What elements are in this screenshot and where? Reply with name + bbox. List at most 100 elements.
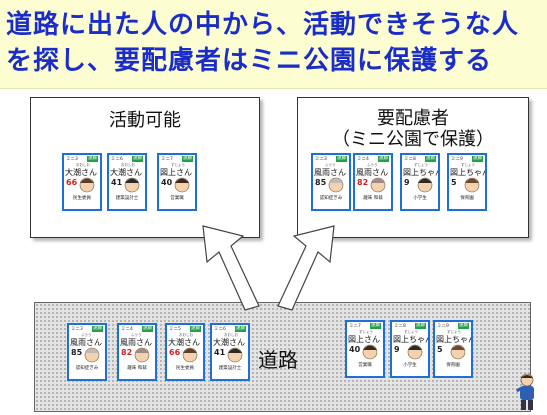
face-icon (328, 177, 344, 193)
card-kana: ずじょう (447, 330, 461, 334)
card-kana: おおしお (76, 163, 90, 167)
card-age: 9 (394, 345, 400, 354)
card-role: 小学生 (403, 363, 417, 368)
card-role: 民生委員 (73, 196, 91, 201)
card-role: 建築設計士 (218, 366, 242, 371)
card-kana: ずじょう (404, 330, 418, 334)
card-icons (111, 202, 145, 209)
face-icon (417, 177, 433, 193)
person-card: ミニ6 遠藤 おおしお 大潮さん 41 建築設計士 (210, 323, 250, 381)
card-role: 小学生 (413, 196, 427, 201)
card-tag: 遠藤 (458, 323, 469, 329)
card-tag: 遠藤 (378, 156, 389, 162)
card-name: 風雨さん (314, 168, 346, 177)
person-card: ミニ5 遠藤 おおしお 大潮さん 66 民生委員 (165, 323, 205, 381)
card-icons (394, 369, 428, 376)
card-kana: ふうう (81, 333, 92, 337)
card-icons (161, 202, 195, 209)
card-role: 建築設計士 (115, 196, 139, 201)
card-role: 営業職 (170, 196, 184, 201)
card-kana: おおしお (179, 333, 193, 337)
card-id: ミニ3 (71, 327, 83, 332)
presenter-icon (515, 373, 534, 410)
person-card: ミニ3 遠藤 ふうう 風雨さん 85 認知症ぎみ (67, 323, 107, 381)
card-age: 9 (404, 178, 410, 187)
card-name: 図上ちゃん (393, 335, 430, 344)
card-name: 図上ちゃん (436, 335, 473, 344)
card-id: ミニ8 (394, 324, 406, 329)
card-id: ミニ8 (404, 157, 416, 162)
card-name: 図上ちゃん (403, 168, 440, 177)
card-id: ミニ6 (111, 157, 123, 162)
title-line-1: 道路に出た人の中から、活動できそうな人 (6, 10, 520, 40)
face-icon (464, 177, 480, 193)
card-name: 大潮さん (65, 168, 97, 177)
card-role: 趣味 和裁 (127, 366, 147, 371)
card-age: 85 (71, 348, 83, 357)
card-id: ミニ3 (66, 157, 78, 162)
card-age: 66 (66, 178, 78, 187)
card-age: 5 (437, 345, 443, 354)
card-icons (349, 369, 383, 376)
card-id: ミニ4 (121, 327, 133, 332)
person-card: ミニ4 遠藤 ふうう 風雨さん 82 趣味 和裁 (353, 153, 393, 211)
arrow-to-needs-care (277, 225, 335, 311)
card-role: 民生委員 (176, 366, 194, 371)
card-tag: 遠藤 (336, 156, 347, 162)
person-card: ミニ3 遠藤 おおしお 大潮さん 66 民生委員 (62, 153, 102, 211)
title-banner: 道路に出た人の中から、活動できそうな人 を探し、要配慮者はミニ公園に保護する (0, 0, 547, 89)
person-card: ミニ9 遠藤 ずじょう 図上ちゃん 5 保育園 (447, 153, 487, 211)
card-age: 82 (357, 178, 369, 187)
card-age: 82 (121, 348, 133, 357)
card-role: 認知症ぎみ (75, 366, 99, 371)
card-id: ミニ9 (451, 157, 463, 162)
needs-care-label-1: 要配慮者 (377, 108, 449, 129)
card-kana: ずじょう (461, 163, 475, 167)
card-name: 図上ちゃん (450, 168, 487, 177)
card-name: 大潮さん (110, 168, 142, 177)
arrow-to-active (202, 225, 260, 311)
title-line-2: を探し、要配慮者はミニ公園に保護する (6, 46, 493, 76)
card-id: ミニ7 (161, 157, 173, 162)
card-name: 図上さん (160, 168, 192, 177)
card-tag: 遠藤 (142, 326, 153, 332)
needs-care-label-2: （ミニ公園で保護） (332, 129, 494, 150)
card-id: ミニ6 (214, 327, 226, 332)
face-icon (124, 177, 140, 193)
face-icon (362, 344, 378, 360)
card-icons (451, 202, 485, 209)
face-icon (450, 344, 466, 360)
card-tag: 遠藤 (415, 323, 426, 329)
card-tag: 遠藤 (425, 156, 436, 162)
card-icons (121, 372, 155, 379)
card-icons (315, 202, 349, 209)
person-card: ミニ7 遠藤 ずじょう 図上さん 40 営業職 (157, 153, 197, 211)
person-card: ミニ9 遠藤 ずじょう 図上ちゃん 5 保育園 (433, 320, 473, 378)
card-tag: 遠藤 (370, 323, 381, 329)
card-kana: おおしお (121, 163, 135, 167)
card-age: 41 (111, 178, 123, 187)
face-icon (182, 347, 198, 363)
card-id: ミニ4 (357, 157, 369, 162)
card-icons (169, 372, 203, 379)
card-kana: ふうう (367, 163, 378, 167)
card-name: 風雨さん (120, 338, 152, 347)
card-age: 85 (315, 178, 327, 187)
road-label: 道路 (258, 348, 298, 372)
card-kana: ずじょう (359, 330, 373, 334)
card-tag: 遠藤 (132, 156, 143, 162)
card-id: ミニ9 (437, 324, 449, 329)
card-kana: ふうう (325, 163, 336, 167)
card-id: ミニ7 (349, 324, 361, 329)
card-name: 大潮さん (213, 338, 245, 347)
card-role: 保育園 (460, 196, 474, 201)
card-icons (66, 202, 100, 209)
card-kana: おおしお (224, 333, 238, 337)
card-tag: 遠藤 (235, 326, 246, 332)
card-icons (71, 372, 105, 379)
card-tag: 遠藤 (190, 326, 201, 332)
card-id: ミニ3 (315, 157, 327, 162)
card-tag: 遠藤 (472, 156, 483, 162)
face-icon (370, 177, 386, 193)
card-role: 営業職 (358, 363, 372, 368)
